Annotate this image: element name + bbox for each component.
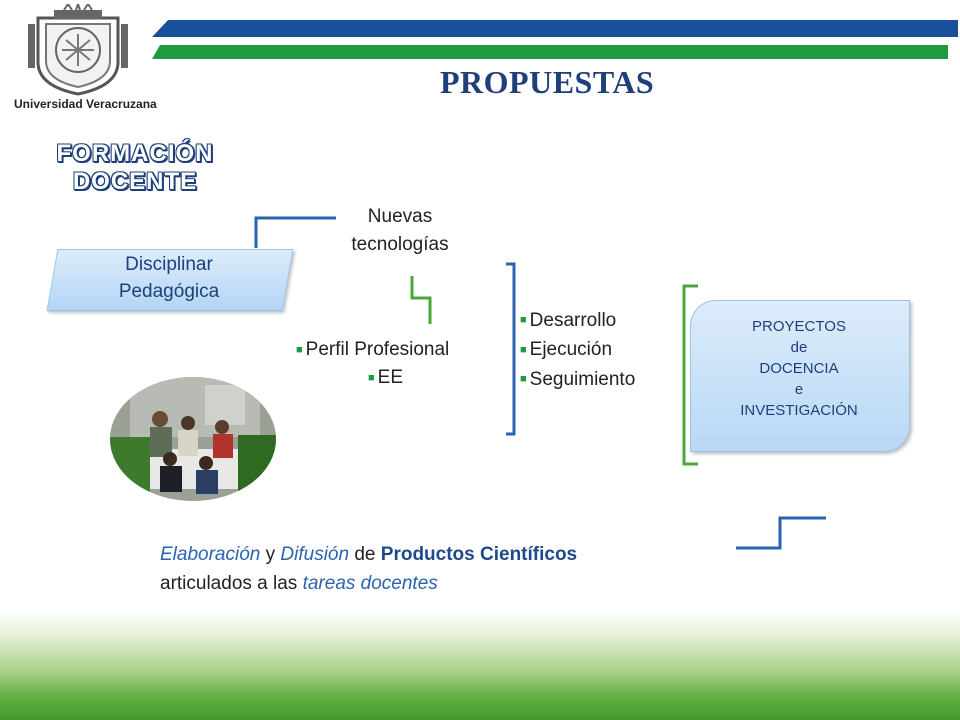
bracket-fases [506, 262, 516, 436]
bottom-green-band [0, 610, 960, 720]
fase-item-3: Seguimiento [529, 368, 636, 390]
fases-list: ■Desarrollo ■Ejecución ■Seguimiento [520, 306, 635, 394]
square-bullet-icon: ■ [368, 372, 375, 385]
fase-item-1: Desarrollo [529, 310, 617, 331]
statement-tareas: tareas docentes [302, 573, 438, 594]
statement-productos: Productos Científicos [380, 544, 578, 565]
perfil-item-1: Perfil Profesional [305, 339, 450, 361]
square-bullet-icon: ■ [296, 344, 303, 356]
university-logo-icon [18, 0, 140, 96]
connector-statement-step [736, 516, 826, 550]
header-stripe-green [152, 45, 948, 59]
perfil-list: ■Perfil Profesional ■EE [296, 336, 449, 392]
square-bullet-icon: ■ [520, 314, 527, 327]
proyectos-line3: DOCENCIA [759, 360, 839, 377]
list-item: ■Desarrollo [520, 306, 635, 335]
nuevas-tecnologias-label: Nuevas tecnologías [330, 203, 470, 259]
statement-articulados: articulados a las [160, 573, 303, 594]
header-stripe-blue [152, 20, 958, 37]
list-item: ■Perfil Profesional [296, 336, 449, 364]
page-title: PROPUESTAS [440, 64, 655, 100]
perfil-item-2: EE [377, 367, 404, 389]
list-item: ■Ejecución [520, 335, 635, 364]
proyectos-box-text: PROYECTOS de DOCENCIA e INVESTIGACIÓN [690, 316, 908, 421]
statement-text: Elaboración y Difusión de Productos Cien… [160, 540, 577, 598]
statement-elaboracion: Elaboración [160, 544, 261, 565]
proyectos-box [690, 300, 910, 452]
statement-difusion: Difusión [280, 544, 350, 565]
proyectos-line5: INVESTIGACIÓN [740, 402, 858, 419]
connector-disciplinar-nuevas [254, 216, 336, 248]
statement-line1: Elaboración y Difusión de Productos Cien… [160, 540, 577, 569]
section-heading-line2: DOCENTE [72, 168, 198, 195]
disciplinar-line1: Disciplinar [125, 254, 213, 275]
list-item: ■EE [296, 364, 449, 392]
bracket-proyectos [682, 284, 698, 466]
nuevas-line2: tecnologías [351, 234, 449, 255]
logo-caption: Universidad Veracruzana [14, 97, 157, 111]
statement-de: de [349, 544, 381, 565]
section-heading: FORMACIÓN DOCENTE [40, 140, 230, 196]
disciplinar-line2: Pedagógica [118, 281, 220, 302]
statement-line2: articulados a las tareas docentes [160, 569, 577, 598]
connector-nuevas-perfil [410, 276, 432, 324]
proyectos-line2: de [790, 339, 808, 356]
fase-item-2: Ejecución [529, 339, 613, 361]
nuevas-line1: Nuevas [367, 206, 433, 227]
section-heading-line1: FORMACIÓN [56, 140, 214, 167]
meeting-photo-icon [110, 377, 276, 501]
list-item: ■Seguimiento [520, 365, 635, 394]
proyectos-line4: e [794, 381, 804, 398]
square-bullet-icon: ■ [520, 373, 527, 386]
square-bullet-icon: ■ [520, 343, 527, 356]
disciplinar-box-text: Disciplinar Pedagógica [52, 251, 286, 305]
proyectos-line1: PROYECTOS [752, 318, 846, 335]
statement-y: y [260, 544, 281, 565]
